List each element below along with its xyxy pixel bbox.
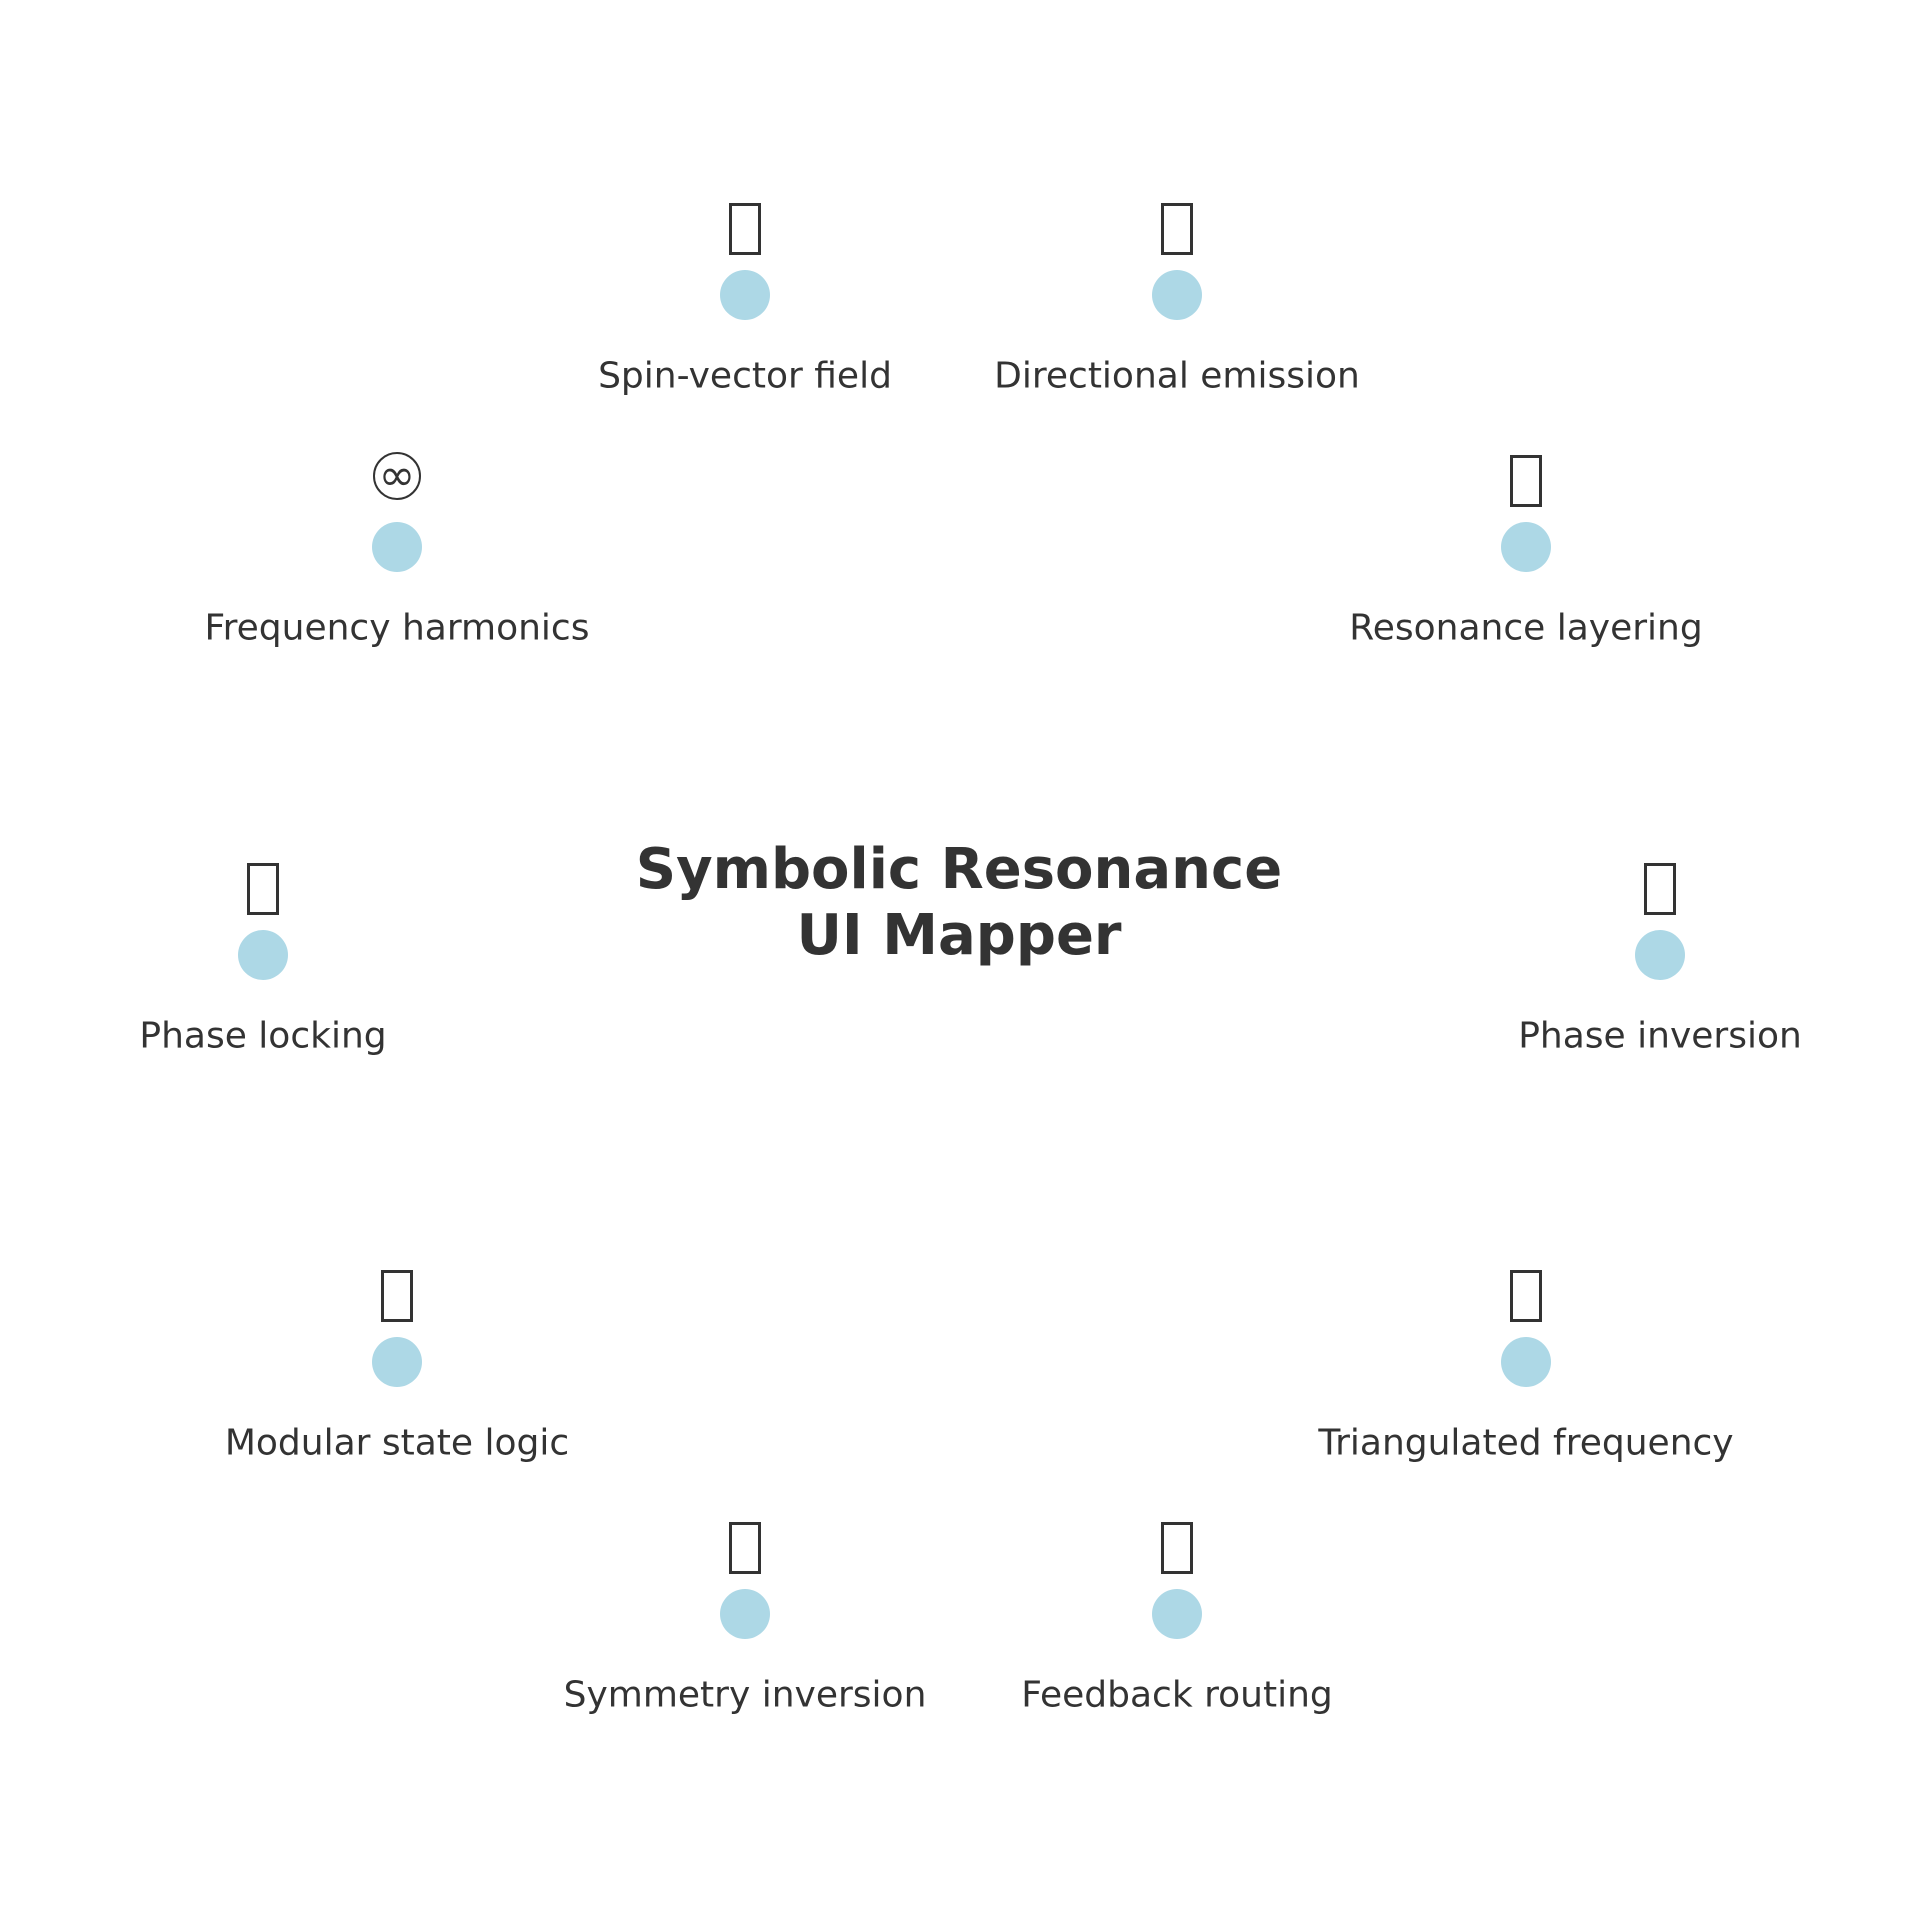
box-glyph-icon <box>729 1522 761 1574</box>
node-dot <box>1152 1589 1202 1639</box>
node-dot <box>372 1337 422 1387</box>
node-label: Triangulated frequency <box>1318 1422 1734 1464</box>
box-glyph-icon <box>1161 1522 1193 1574</box>
node-label: Spin-vector field <box>598 355 892 397</box>
box-glyph-icon <box>729 203 761 255</box>
node-dot <box>1152 270 1202 320</box>
node-dot <box>1635 930 1685 980</box>
node-label: Resonance layering <box>1349 607 1703 649</box>
node-dot <box>1501 1337 1551 1387</box>
node-dot <box>720 270 770 320</box>
box-glyph-icon <box>1510 1270 1542 1322</box>
box-glyph-icon <box>1510 455 1542 507</box>
box-glyph-icon <box>381 1270 413 1322</box>
title-line-1: Symbolic Resonance <box>635 837 1283 902</box>
node-label: Symmetry inversion <box>563 1674 927 1716</box>
circled-infinity-icon: ∞ <box>373 452 421 500</box>
node-label: Directional emission <box>994 355 1360 397</box>
box-glyph-icon <box>247 863 279 915</box>
node-dot <box>238 930 288 980</box>
node-label: Frequency harmonics <box>204 607 590 649</box>
box-glyph-icon <box>1161 203 1193 255</box>
node-label: Modular state logic <box>224 1422 570 1464</box>
node-label: Phase inversion <box>1518 1015 1802 1057</box>
title-line-2: UI Mapper <box>796 903 1122 968</box>
node-dot <box>1501 522 1551 572</box>
node-label: Feedback routing <box>1021 1674 1333 1716</box>
box-glyph-icon <box>1644 863 1676 915</box>
diagram-title: Symbolic Resonance UI Mapper <box>636 837 1282 969</box>
node-label: Phase locking <box>139 1015 387 1057</box>
node-dot <box>720 1589 770 1639</box>
node-dot <box>372 522 422 572</box>
